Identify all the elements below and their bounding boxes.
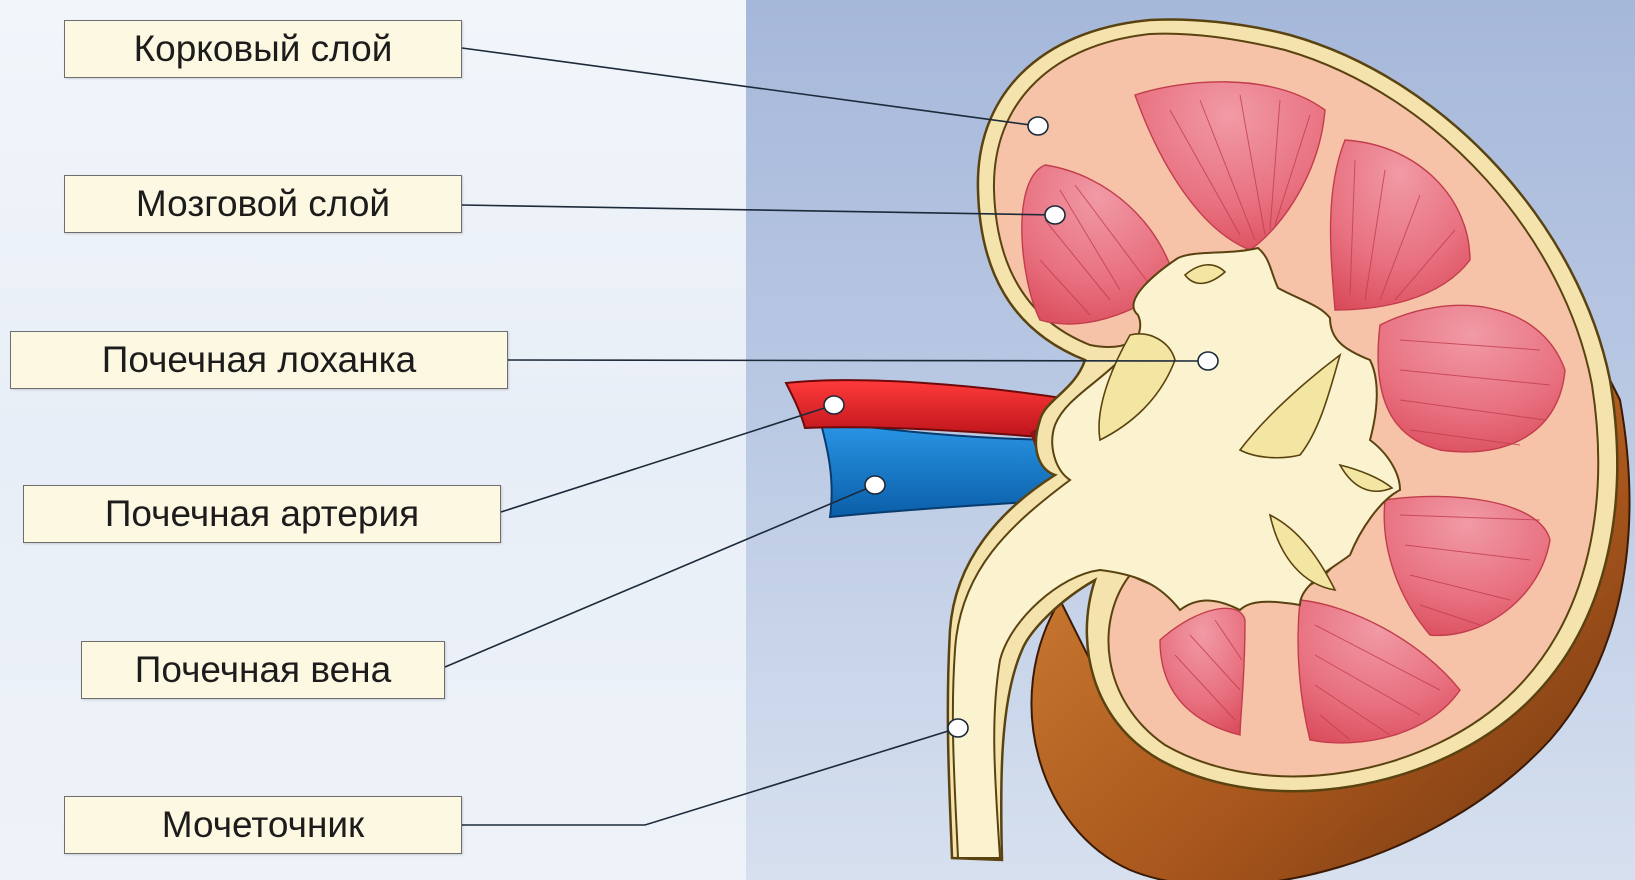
label-renal-pelvis: Почечная лоханка [10, 331, 508, 389]
leader-line-cortex [462, 48, 1038, 126]
leader-line-ureter [462, 728, 958, 825]
label-cortex: Корковый слой [64, 20, 462, 78]
pointer-dot-cortex [1028, 117, 1048, 135]
pointer-dot-artery [824, 396, 844, 414]
label-ureter: Мочеточник [64, 796, 462, 854]
label-ureter-text: Мочеточник [162, 804, 365, 846]
label-renal-artery-text: Почечная артерия [105, 493, 419, 535]
pointer-dot-pelvis [1198, 352, 1218, 370]
leader-line-vein [445, 485, 875, 667]
leader-line-medulla [462, 205, 1055, 215]
leader-line-artery [501, 405, 834, 512]
pointer-dot-medulla [1045, 206, 1065, 224]
label-renal-vein: Почечная вена [81, 641, 445, 699]
label-cortex-text: Корковый слой [134, 28, 393, 70]
label-renal-pelvis-text: Почечная лоханка [102, 339, 416, 381]
label-renal-artery: Почечная артерия [23, 485, 501, 543]
label-medulla: Мозговой слой [64, 175, 462, 233]
pointer-dot-ureter [948, 719, 968, 737]
label-renal-vein-text: Почечная вена [135, 649, 391, 691]
pointer-dot-vein [865, 476, 885, 494]
label-medulla-text: Мозговой слой [136, 183, 390, 225]
leader-line-pelvis [508, 360, 1208, 361]
